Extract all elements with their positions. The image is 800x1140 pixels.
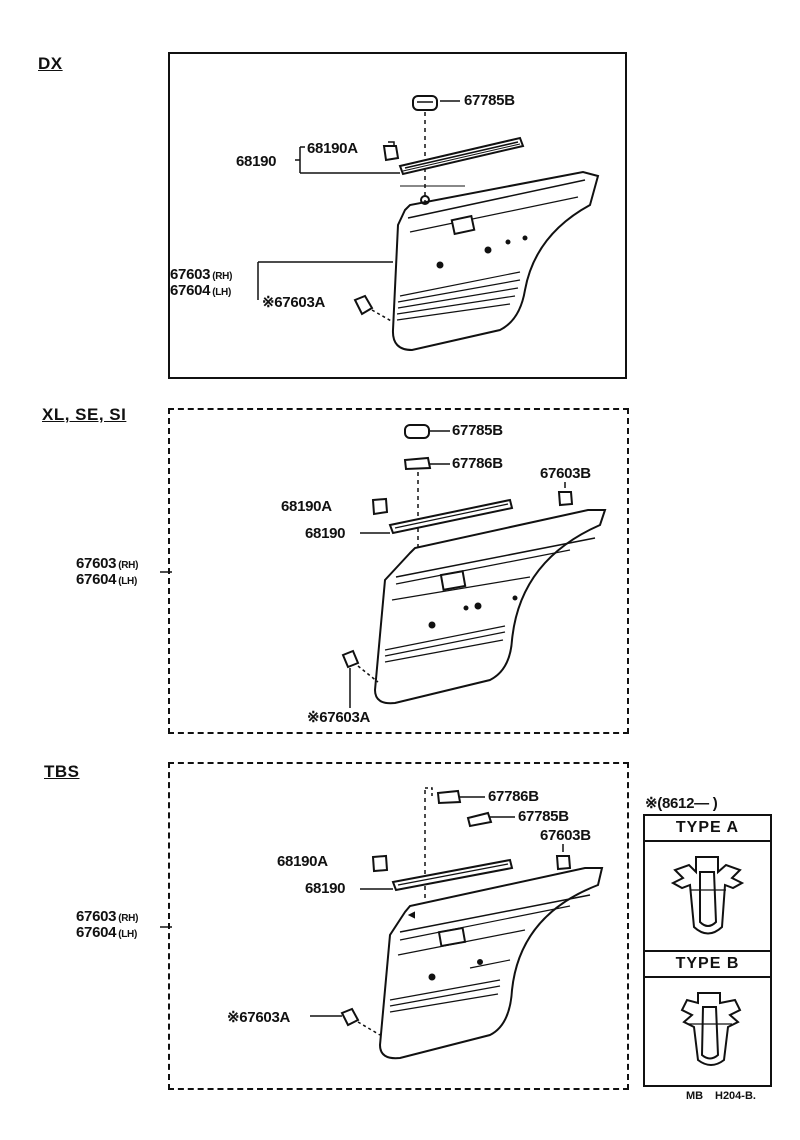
tbs-clip-67603A [310,1007,381,1036]
dx-door-panel [391,170,600,352]
dx-part-68190: 68190 [236,153,277,170]
dx-part-67603A: ※67603A [262,294,326,311]
xl-part-68190A: 68190A [281,498,332,515]
section-label-xl-se-si: XL, SE, SI [42,405,127,424]
dx-frame [168,52,627,379]
tbs-frame [168,762,629,1090]
tbs-part-67604: 67604(LH) [76,924,138,941]
type-a-clip-drawing [670,856,745,935]
footer-right: H204-B. [715,1090,756,1102]
tbs-part-68190: 68190 [305,880,346,897]
section-label-dx: DX [38,54,63,73]
xl-part-67603A: ※67603A [307,709,371,726]
tbs-part-67786B: 67786B [488,788,539,805]
dx-part-67603: 67603(RH) [170,266,233,283]
tbs-weatherstrip-68190 [360,858,514,892]
tbs-drawing [160,787,604,1060]
dx-part-68190A: 68190A [307,140,358,157]
dx-clip-67603A [353,294,394,323]
clip-type-legend: TYPE A TYPE B [643,814,772,1087]
tbs-door-panel [378,867,604,1060]
footer-left: MB [686,1090,704,1102]
xl-clip-68190A [371,497,389,516]
dx-part-67785B: 67785B [464,92,515,109]
tbs-part-68190A: 68190A [277,853,328,870]
xl-clip-67603B [557,482,574,507]
tbs-cap-67786B [436,789,485,805]
tbs-part-67785B: 67785B [518,808,569,825]
type-b-label: TYPE B [645,952,770,978]
xl-frame [168,408,629,734]
tbs-part-67603: 67603(RH) [76,908,139,925]
xl-part-67604: 67604(LH) [76,571,138,588]
xl-cap-67785B [404,424,450,439]
xl-part-68190: 68190 [305,525,346,542]
type-b-clip-drawing [680,992,742,1066]
dx-drawing [257,95,600,352]
xl-drawing [160,424,607,708]
xl-part-67603: 67603(RH) [76,555,139,572]
section-label-tbs: TBS [44,762,80,781]
dx-cap-67785B [412,95,460,111]
xl-weatherstrip-68190 [360,498,514,535]
xl-part-67786B: 67786B [452,455,503,472]
dx-part-67604: 67604(LH) [170,282,232,299]
tbs-cap-67785B [466,811,515,828]
dx-weatherstrip-68190 [398,136,525,176]
legend-header: ※(8612— ) [645,795,718,812]
tbs-part-67603A: ※67603A [227,1009,291,1026]
xl-part-67785B: 67785B [452,422,503,439]
xl-clip-67603A [341,649,379,708]
xl-door-panel [373,509,607,705]
tbs-clip-67603B [555,844,572,871]
legend-divider [645,950,770,952]
xl-part-67603B: 67603B [540,465,591,482]
xl-cap-67786B [403,456,450,471]
tbs-part-67603B: 67603B [540,827,591,844]
tbs-clip-68190A [371,854,389,873]
dx-clip-68190A [382,141,400,162]
type-a-label: TYPE A [645,816,770,842]
